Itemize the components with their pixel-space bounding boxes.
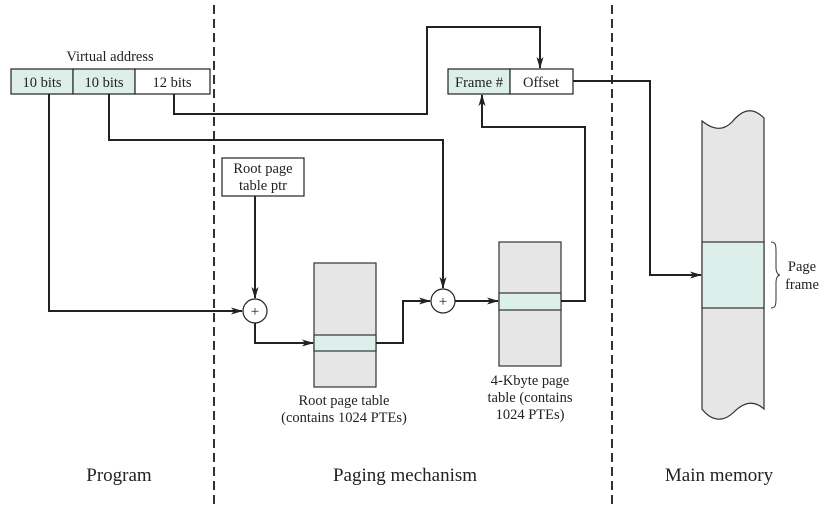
adder-root-symbol: +: [251, 304, 259, 320]
root-ptr-box: [221, 157, 305, 197]
arrow-table-to-page-adder: [108, 94, 447, 289]
va-field-dir-label: 10 bits: [22, 75, 61, 91]
pa-offset-label: Offset: [523, 75, 559, 91]
arrow-address-to-page-frame: [573, 80, 702, 279]
arrow-entry-to-frame: [478, 94, 586, 302]
adder-root: +: [242, 298, 268, 324]
physical-address: Frame # Offset: [447, 68, 574, 95]
page-frame-label-line1: Page: [788, 259, 816, 275]
va-field-dir: [10, 68, 74, 95]
va-field-table: [72, 68, 136, 95]
page-frame-label-line2: frame: [785, 277, 819, 293]
root-page-table-ptr: Root page table ptr: [221, 157, 305, 197]
va-field-table-label: 10 bits: [84, 75, 123, 91]
arrow-dir-to-root-adder: [48, 94, 243, 315]
pa-frame-label: Frame #: [455, 75, 503, 91]
section-label-paging: Paging mechanism: [333, 465, 477, 486]
page-table-caption-line3: 1024 PTEs): [496, 407, 565, 423]
va-field-offset: [134, 68, 211, 95]
page-table: 4-Kbyte page table (contains 1024 PTEs): [488, 241, 573, 423]
root-table-entry: [313, 334, 377, 352]
arrow-root-entry-to-page-adder: [376, 297, 431, 344]
arrow-offset-to-offset: [173, 26, 544, 115]
root-table-body: [313, 262, 377, 388]
section-label-program: Program: [86, 465, 152, 486]
page-table-caption-line1: 4-Kbyte page: [491, 373, 570, 389]
adder-page-symbol: +: [439, 294, 447, 310]
root-page-table: Root page table (contains 1024 PTEs): [281, 262, 407, 426]
root-ptr-label-line1: Root page: [233, 161, 292, 177]
adder-page: +: [430, 288, 456, 314]
pa-offset-field: [509, 68, 574, 95]
page-frame-brace: [770, 241, 781, 309]
page-table-entry: [498, 292, 562, 311]
main-memory: Page frame: [701, 110, 819, 420]
root-table-caption-line1: Root page table: [298, 393, 389, 409]
section-label-memory: Main memory: [665, 465, 774, 486]
virtual-address: Virtual address 10 bits 10 bits 12 bits: [10, 49, 211, 95]
virtual-address-label: Virtual address: [66, 49, 154, 65]
page-frame: [701, 241, 765, 309]
arrow-adder-to-root-entry: [254, 323, 314, 347]
root-ptr-label-line2: table ptr: [239, 178, 287, 194]
root-table-caption-line2: (contains 1024 PTEs): [281, 410, 407, 426]
page-table-caption-line2: table (contains: [488, 390, 573, 406]
va-field-offset-label: 12 bits: [152, 75, 191, 91]
